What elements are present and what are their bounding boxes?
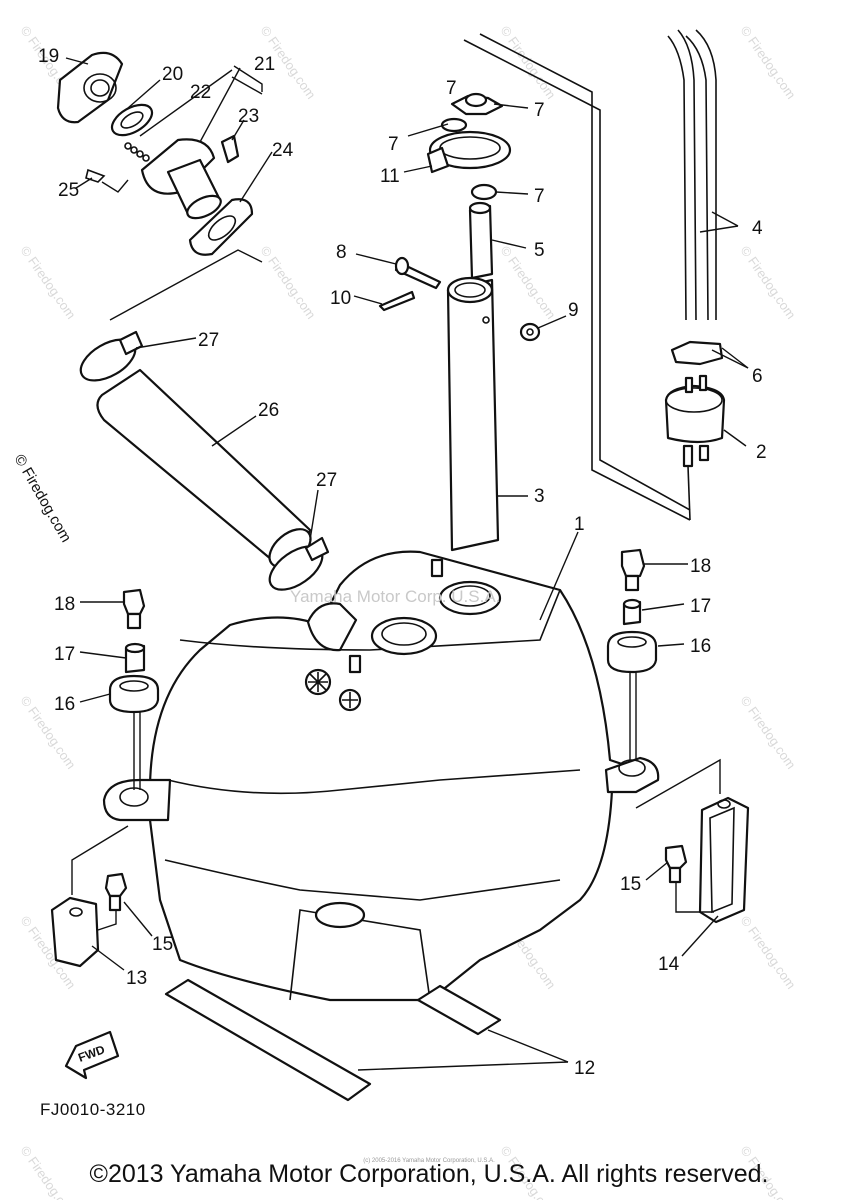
watermark-tile: © Firedog.com xyxy=(738,913,799,992)
clamp-11 xyxy=(428,130,512,170)
tank-flange-left xyxy=(102,778,172,822)
callout-26: 26 xyxy=(258,400,279,421)
damper-16-right xyxy=(606,630,658,674)
watermark-tile: © Firedog.com xyxy=(738,243,799,322)
mount-hardware xyxy=(104,548,688,912)
watermark-tile: © Firedog.com xyxy=(738,693,799,772)
side-watermark: © Firedog.com xyxy=(11,452,75,546)
callout-10: 10 xyxy=(330,288,351,309)
bolt-15-left xyxy=(104,872,128,898)
callout-17-left: 17 xyxy=(54,644,75,665)
callout-8: 8 xyxy=(336,242,347,263)
fuel-tank xyxy=(102,550,660,1002)
tank-body xyxy=(148,550,642,1002)
callout-16-right: 16 xyxy=(690,636,711,657)
callout-12: 12 xyxy=(574,1058,595,1079)
callout-15-left: 15 xyxy=(152,934,173,955)
callout-24: 24 xyxy=(272,140,294,161)
watermark-tile: © Firedog.com xyxy=(258,243,319,322)
callout-18-left: 18 xyxy=(54,594,75,615)
cap-19 xyxy=(56,51,124,124)
callout-25: 25 xyxy=(58,180,79,201)
vent-assembly xyxy=(664,29,726,521)
callout-13: 13 xyxy=(126,968,147,989)
clip-6 xyxy=(670,340,724,366)
clamp-7-lower xyxy=(470,183,498,201)
callout-20: 20 xyxy=(162,64,183,85)
callout-19: 19 xyxy=(38,46,59,67)
watermark-tile: © Firedog.com xyxy=(738,23,799,102)
callout-11: 11 xyxy=(380,166,400,187)
washer-9 xyxy=(519,322,541,342)
bolt-23 xyxy=(220,134,240,164)
pipe-3 xyxy=(446,278,500,552)
callout-6: 6 xyxy=(752,366,763,387)
callout-4: 4 xyxy=(752,218,763,239)
callout-3: 3 xyxy=(534,486,545,507)
callout-27-bottom: 27 xyxy=(316,470,337,491)
callout-5: 5 xyxy=(534,240,545,261)
breather-assembly xyxy=(378,33,691,552)
watermark-tile: © Firedog.com xyxy=(18,243,79,322)
callout-22: 22 xyxy=(190,82,211,103)
fwd-arrow: FWD xyxy=(64,1030,120,1080)
filter-2 xyxy=(664,384,726,444)
pad-12-short xyxy=(416,984,502,1036)
clamp-7 xyxy=(440,117,468,133)
bolt-15-right xyxy=(664,844,688,870)
callout-9: 9 xyxy=(568,300,579,321)
fwd-arrow-icon xyxy=(64,1030,120,1080)
callout-7-b: 7 xyxy=(388,134,399,155)
filler-hose-assembly xyxy=(79,330,330,591)
callout-7-a: 7 xyxy=(534,100,545,121)
damper-16-left xyxy=(108,674,160,714)
center-watermark: Yamaha Motor Corp. U.S.A. xyxy=(290,587,500,606)
callouts: 1 2 3 4 5 6 7 7 7 7 8 9 10 11 12 13 14 1… xyxy=(38,46,767,1079)
callout-21: 21 xyxy=(254,54,275,75)
screw-25 xyxy=(85,168,106,183)
callout-27-top: 27 xyxy=(198,330,219,351)
callout-15-right: 15 xyxy=(620,874,641,895)
callout-1: 1 xyxy=(574,514,585,535)
bracket-14 xyxy=(698,796,750,924)
hose-26 xyxy=(96,368,312,563)
bolt-18-left xyxy=(122,588,146,616)
callout-7-d: 7 xyxy=(446,78,457,99)
brackets xyxy=(50,758,750,968)
small-copyright-notice: (c) 2005-2016 Yamaha Motor Corporation, … xyxy=(363,1158,495,1164)
pad-12-long xyxy=(164,978,372,1102)
callout-16-left: 16 xyxy=(54,694,75,715)
diagram-code: FJ0010-3210 xyxy=(40,1100,146,1119)
callout-7-c: 7 xyxy=(534,186,545,207)
filler-cap-assembly xyxy=(56,51,254,256)
callout-23: 23 xyxy=(238,106,259,127)
cotter-10 xyxy=(378,290,416,312)
callout-18-right: 18 xyxy=(690,556,711,577)
watermark-tile: © Firedog.com xyxy=(498,243,559,322)
bolt-18-right xyxy=(620,548,646,578)
callout-2: 2 xyxy=(756,442,767,463)
hose-5 xyxy=(468,204,494,280)
callout-17-right: 17 xyxy=(690,596,711,617)
copyright-text: ©2013 Yamaha Motor Corporation, U.S.A. A… xyxy=(89,1160,769,1188)
gasket-24 xyxy=(188,198,254,256)
leader-lines xyxy=(65,57,749,1071)
callout-14: 14 xyxy=(658,954,680,975)
filler-neck-21 xyxy=(140,138,216,195)
pads-12 xyxy=(164,978,502,1102)
